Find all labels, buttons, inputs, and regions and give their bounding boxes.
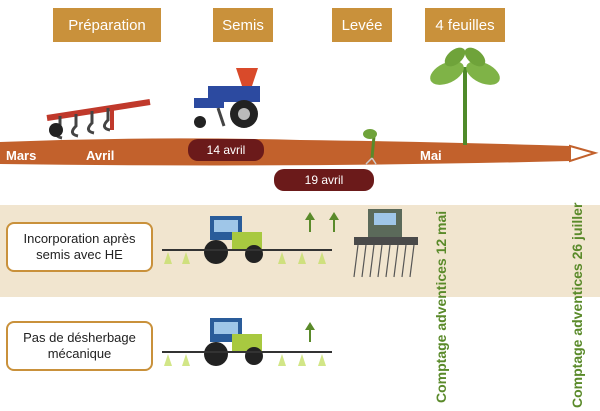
soil-timeline xyxy=(0,138,599,166)
stage-4-feuilles: 4 feuilles xyxy=(425,8,505,42)
count-26-juiller: Comptage adventices 26 juiller xyxy=(569,202,585,408)
date-semis: 14 avril xyxy=(188,139,264,161)
sprayer-tractor-icon-row2 xyxy=(162,318,332,366)
month-mars: Mars xyxy=(6,148,37,163)
row-label-incorporation: Incorporation après semis avec HE xyxy=(6,222,153,272)
stage-levee: Levée xyxy=(332,8,392,42)
seedling-icon xyxy=(363,129,377,165)
arrow-up-icon xyxy=(305,322,315,342)
count-12-mai: Comptage adventices 12 mai xyxy=(433,210,449,403)
sprayer-tractor-icon xyxy=(162,216,332,264)
stage-preparation: Préparation xyxy=(53,8,161,42)
arrow-up-icon xyxy=(305,212,315,232)
date-passage: 19 avril xyxy=(274,169,374,191)
harrow-tractor-icon xyxy=(353,209,418,278)
month-avril: Avril xyxy=(86,148,115,163)
stage-semis: Semis xyxy=(213,8,273,42)
row-label-pas-desherbage: Pas de désherbage mécanique xyxy=(6,321,153,371)
plow-icon xyxy=(46,99,151,140)
arrow-up-icon xyxy=(329,212,339,232)
seeder-icon xyxy=(194,68,260,128)
month-mai: Mai xyxy=(420,148,442,163)
plant-icon xyxy=(430,47,500,145)
